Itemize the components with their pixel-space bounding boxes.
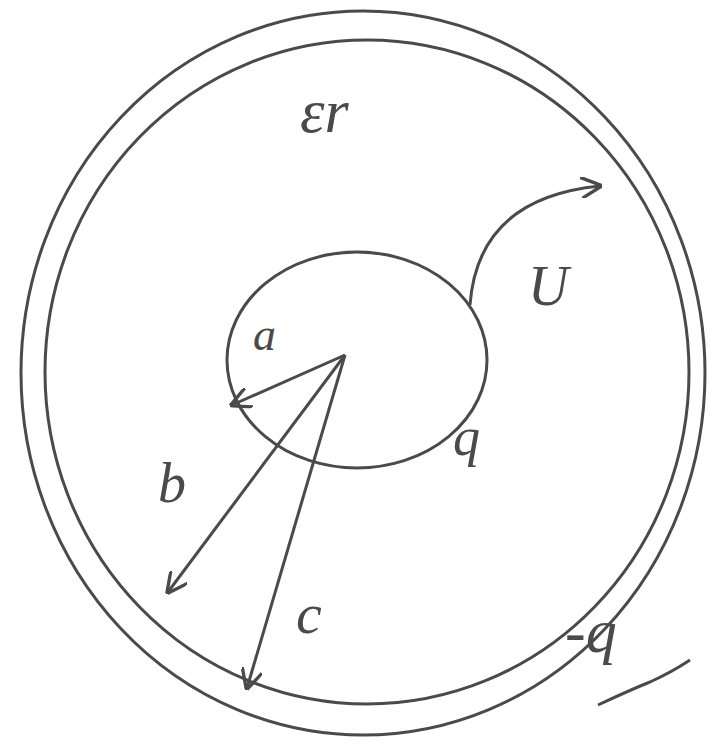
inner-sphere: aq	[225, 250, 490, 470]
dimension-label: -q	[565, 600, 617, 662]
permittivity-label: εr	[300, 80, 349, 142]
squiggle-mark	[598, 660, 690, 705]
dimension-label: b	[158, 455, 186, 511]
radius-b-arrow	[168, 355, 345, 592]
charge-label: q	[453, 410, 480, 464]
sphere-outline	[225, 250, 490, 470]
dimension-label: c	[296, 585, 322, 643]
radius-label: a	[253, 312, 276, 358]
radius-c-arrow	[247, 355, 345, 688]
dimension-label: U	[528, 258, 568, 314]
